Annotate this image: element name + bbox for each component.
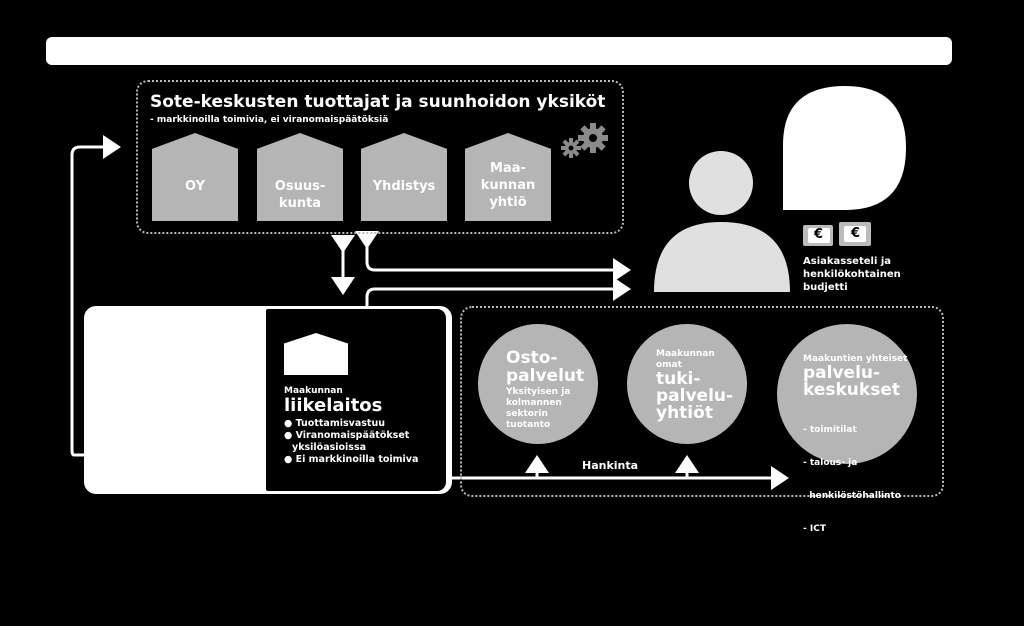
- enterprise-small-label: Maakunnan: [284, 386, 343, 396]
- loop-arrow: [70, 135, 121, 457]
- house-yhdistys: Yhdistys: [361, 133, 447, 221]
- house-osuuskunta: Osuus- kunta: [257, 133, 343, 221]
- voucher-icon: €: [803, 225, 833, 246]
- producers-box: [136, 80, 624, 234]
- producers-title: Sote-keskusten tuottajat ja suunhoidon y…: [150, 92, 606, 112]
- house-oy: OY: [152, 133, 238, 221]
- house-oy-label: OY: [184, 179, 205, 194]
- top-banner: [46, 37, 952, 65]
- tuki-circle: Maakunnan omat tuki- palvelu- yhtiöt: [627, 324, 747, 444]
- house-yhdistys-label: Yhdistys: [372, 179, 436, 194]
- keskus-items: - toimitilat - talous- ja henkilöstöhall…: [803, 425, 901, 534]
- client-caption: Asiakasseteli ja henkilökohtainen budjet…: [803, 256, 901, 293]
- enterprise-box: [84, 306, 452, 494]
- person-icon: [689, 151, 753, 215]
- house-osuuskunta-line1: Osuus-: [274, 179, 326, 194]
- osto-desc: Yksityisen ja kolmannen sektorin tuotant…: [506, 387, 571, 430]
- house-yhtio-line3: yhtiö: [489, 195, 527, 210]
- house-maakunnan-yhtio: Maa- kunnan yhtiö: [465, 133, 551, 221]
- house-osuuskunta-line2: kunta: [278, 196, 322, 211]
- bullet-item: ● Viranomaispäätökset: [284, 430, 410, 441]
- house-yhtio-line2: kunnan: [480, 178, 536, 193]
- speech-bubble-icon: [783, 86, 906, 210]
- enterprise-title: liikelaitos: [284, 395, 383, 416]
- bullet-item: ● Ei markkinoilla toimiva: [284, 454, 419, 465]
- enterprise-to-client-arrow: [355, 277, 631, 341]
- osto-circle: Osto- palvelut Yksityisen ja kolmannen s…: [478, 324, 598, 444]
- bullet-item-cont: yksilöasioissa: [292, 442, 367, 453]
- bullet-item: ● Tuottamisvastuu: [284, 418, 385, 429]
- producers-subtitle: - markkinoilla toimivia, ei viranomaispä…: [150, 115, 389, 125]
- keskus-circle: Maakuntien yhteiset palvelu- keskukset -…: [777, 324, 917, 534]
- enterprise-bullets: ● Tuottamisvastuu ● Viranomaispäätökset …: [284, 418, 418, 466]
- services-box: [460, 306, 944, 497]
- top-to-client-arrow: [355, 231, 631, 282]
- budget-wallet-icon: €: [839, 222, 871, 246]
- house-yhtio-line1: Maa-: [490, 161, 526, 176]
- procurement-label: Hankinta: [582, 459, 639, 472]
